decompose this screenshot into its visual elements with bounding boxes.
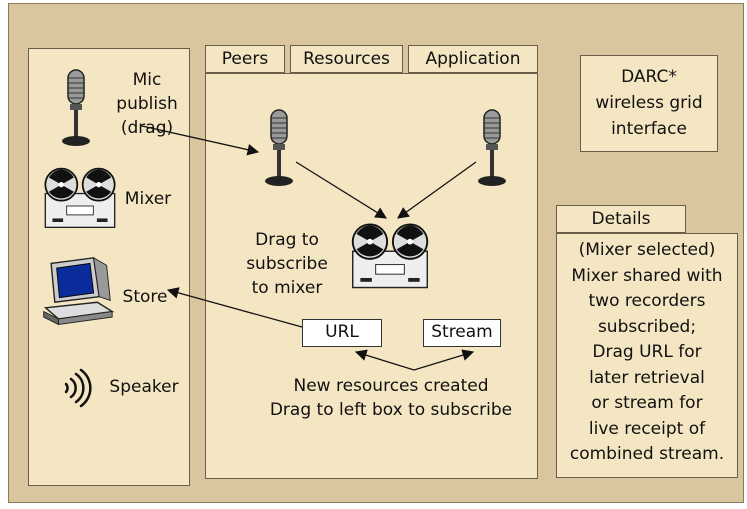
- new-resources-label: New resources created Drag to left box t…: [248, 374, 534, 422]
- details-line-5: Drag URL for: [592, 342, 702, 362]
- tab-application[interactable]: Application: [408, 45, 538, 73]
- mic-label: Mic publish (drag): [112, 68, 182, 140]
- mic-label-line-1: Mic: [132, 70, 162, 90]
- details-text: (Mixer selected) Mixer shared with two r…: [556, 238, 738, 468]
- new-resources-line-1: New resources created: [293, 376, 489, 396]
- details-line-8: live receipt of: [588, 418, 706, 439]
- drag-to-subscribe-label: Drag to subscribe to mixer: [232, 228, 342, 300]
- drag-subscribe-line-1: Drag to: [255, 230, 319, 250]
- mic-label-line-3: (drag): [120, 118, 174, 138]
- details-line-4: subscribed;: [597, 316, 697, 337]
- darc-line-1: DARC*: [621, 67, 677, 87]
- arrow-mic1-to-mixer: [295, 161, 387, 219]
- arrow-url-stream-double: [354, 349, 475, 371]
- tab-resources[interactable]: Resources: [290, 45, 403, 73]
- speaker-label: Speaker: [109, 377, 179, 397]
- details-line-3: two recorders: [588, 291, 706, 311]
- speaker-waves-icon[interactable]: [58, 368, 98, 408]
- drag-subscribe-line-2: subscribe: [246, 254, 328, 274]
- tab-details[interactable]: Details: [556, 205, 686, 233]
- details-line-1: (Mixer selected): [578, 240, 716, 260]
- tab-peers[interactable]: Peers: [205, 45, 285, 73]
- details-line-6: later retrieval: [589, 367, 705, 388]
- darc-interface-box: [580, 55, 718, 152]
- arrow-url-to-store: [166, 287, 303, 328]
- arrow-mic-to-main: [141, 125, 260, 156]
- arrow-mic2-to-mixer: [397, 161, 477, 219]
- new-resources-line-2: Drag to left box to subscribe: [269, 400, 513, 420]
- details-line-9: combined stream.: [569, 444, 725, 464]
- drag-subscribe-line-3: to mixer: [251, 278, 323, 298]
- darc-line-3: interface: [611, 119, 687, 139]
- mixer-label: Mixer: [124, 189, 172, 209]
- stream-resource[interactable]: Stream: [423, 319, 501, 347]
- store-label: Store: [122, 287, 168, 307]
- details-panel: [556, 233, 738, 478]
- details-line-2: Mixer shared with: [571, 265, 723, 286]
- mic-label-line-2: publish: [116, 94, 178, 114]
- darc-interface-label: DARC* wireless grid interface: [580, 64, 718, 142]
- details-line-7: or stream for: [591, 393, 703, 413]
- url-resource[interactable]: URL: [302, 319, 382, 347]
- darc-line-2: wireless grid: [595, 93, 703, 113]
